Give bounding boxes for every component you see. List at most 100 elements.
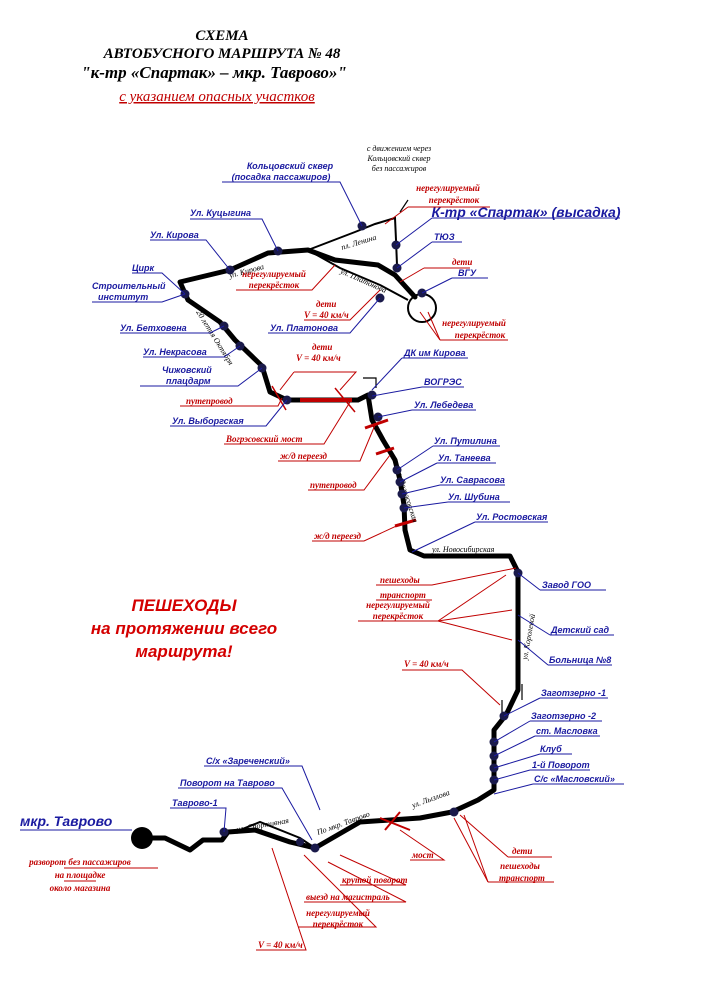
- note-line-3: без пассажиров: [372, 164, 427, 173]
- stop-dk-kirova: [367, 390, 377, 400]
- hz-nereg-vgu-2: перекрёсток: [455, 330, 506, 340]
- label-povorot-tavrovo: Поворот на Таврово: [180, 778, 275, 788]
- zhd-mark-1: [364, 418, 389, 430]
- label-kutsygina: Ул. Куцыгина: [190, 208, 251, 218]
- label-mkr-tavrovo: мкр. Таврово: [20, 813, 113, 829]
- label-detsad: Детский сад: [550, 625, 609, 635]
- hz-zhd-2: ж/д переезд: [314, 531, 362, 541]
- hz-vyezd: выезд на магистраль: [306, 892, 390, 902]
- hz-nereg-low-1: нерегулируемый: [306, 908, 370, 918]
- hz-nereg-vgu-1: нерегулируемый: [442, 318, 506, 328]
- label-vogres: ВОГРЭС: [424, 377, 462, 387]
- hz-deti-chizh: дети: [312, 342, 332, 352]
- hz-transport: транспорт: [380, 590, 426, 600]
- hz-nereg-mid-2: перекрёсток: [373, 611, 424, 621]
- blue-leaders: [92, 181, 624, 841]
- hz-nereg-kirov-1: нерегулируемый: [242, 269, 306, 279]
- label-tsirk: Цирк: [132, 263, 155, 273]
- label-stroit-2: институт: [98, 292, 148, 302]
- street-lyzlova: ул. Лызлова: [410, 788, 451, 810]
- label-koltsovsky-1: Кольцовский сквер: [247, 161, 334, 171]
- label-taneeva: Ул. Танеева: [438, 453, 491, 463]
- label-bolnitsa: Больница №8: [549, 655, 611, 665]
- hz-v40-chizh: V = 40 км/ч: [296, 353, 341, 363]
- label-nekrasova: Ул. Некрасова: [143, 347, 207, 357]
- title-line-3: "к-тр «Спартак» – мкр. Таврово»": [81, 63, 347, 82]
- hz-krutoy: крутой поворот: [342, 875, 407, 885]
- hz-nereg-top-2: перекрёсток: [429, 195, 480, 205]
- hz-most: мост: [411, 850, 434, 860]
- hz-nereg-low-2: перекрёсток: [313, 919, 364, 929]
- subtitle: с указанием опасных участков: [119, 89, 315, 105]
- label-dk-kirova: ДК им Кирова: [403, 348, 466, 358]
- hz-v40-low: V = 40 км/ч: [258, 940, 303, 950]
- hz-razvorot-3: около магазина: [50, 883, 111, 893]
- stop-zarechensky: [310, 843, 320, 853]
- street-novosibirskaya: ул. Новосибирская: [431, 545, 495, 554]
- hz-deti-top: дети: [452, 257, 472, 267]
- label-povorot1: 1-й Поворот: [532, 760, 590, 770]
- hz-trans-low: транспорт: [499, 873, 545, 883]
- stop-zarechensky-2: [296, 838, 304, 846]
- label-klub: Клуб: [540, 744, 562, 754]
- hz-nereg-mid-1: нерегулируемый: [366, 600, 430, 610]
- most-mark-2: [384, 811, 401, 831]
- label-spartak: К-тр «Спартак» (высадка): [432, 204, 621, 220]
- label-vyborgskaya: Ул. Выборгская: [172, 416, 244, 426]
- label-zavod-goo: Завод ГОО: [542, 580, 591, 590]
- label-maslovka: ст. Масловка: [536, 726, 598, 736]
- street-platonova: ул. Платонова: [338, 266, 388, 295]
- label-kirova: Ул. Кирова: [150, 230, 199, 240]
- label-chizh-1: Чижовский: [162, 365, 212, 375]
- hz-nereg-top-1: нерегулируемый: [416, 183, 480, 193]
- hz-zhd-1: ж/д переезд: [280, 451, 328, 461]
- label-zagotzerno2: Заготзерно -2: [531, 711, 596, 721]
- banner-line-3: маршрута!: [135, 642, 232, 661]
- title-line-1: СХЕМА: [195, 28, 248, 44]
- route-line: [142, 247, 521, 853]
- route-branch-platonova: [307, 249, 409, 301]
- hz-deti-low: дети: [512, 846, 532, 856]
- label-zarechensky: С/х «Зареченский»: [206, 756, 290, 766]
- note-line-2: Кольцовский сквер: [366, 154, 430, 163]
- route-branch-tavrovo: [234, 820, 313, 847]
- title-line-2: АВТОБУСНОГО МАРШРУТА № 48: [103, 46, 341, 62]
- hz-pesh-low: пешеходы: [500, 861, 540, 871]
- hz-vogres-most: Вогрэсовский мост: [225, 434, 302, 444]
- hz-v40-plat: V = 40 км/ч: [304, 310, 349, 320]
- label-putilina: Ул. Путилина: [434, 436, 497, 446]
- label-betkhovena: Ул. Бетховена: [120, 323, 187, 333]
- hazard-underlines: [64, 867, 158, 882]
- label-savrasova: Ул. Саврасова: [440, 475, 505, 485]
- hz-puteprovod-2: путепровод: [310, 480, 357, 490]
- hz-razvorot-2: на площадке: [55, 870, 106, 880]
- direction-arrows: [363, 199, 523, 714]
- hz-nereg-kirov-2: перекрёсток: [249, 280, 300, 290]
- label-vgu: ВГУ: [458, 268, 477, 278]
- most-mark-1: [379, 817, 411, 831]
- red-leaders: [180, 206, 554, 951]
- label-shubina: Ул. Шубина: [448, 492, 500, 502]
- label-zagotzerno1: Заготзерно -1: [541, 688, 606, 698]
- puteprovod-mark-2: [375, 446, 395, 456]
- hazard-marks: [271, 385, 417, 831]
- ring-roundabout: [407, 293, 437, 323]
- label-ss-maslovsky: С/с «Масловский»: [534, 774, 615, 784]
- bridge-mark: [334, 387, 356, 413]
- label-platonova: Ул. Платонова: [270, 323, 338, 333]
- hz-razvorot-1: разворот без пассажиров: [28, 857, 131, 867]
- note-line-1: с движением через: [367, 144, 431, 153]
- arrow-top: [399, 199, 409, 213]
- label-stroit-1: Строительный: [92, 281, 166, 291]
- banner-line-2: на протяжении всего: [91, 619, 277, 638]
- label-chizh-2: плацдарм: [166, 376, 211, 386]
- hz-peshekhody: пешеходы: [380, 575, 420, 585]
- label-koltsovsky-2: (посадка пассажиров): [232, 172, 331, 182]
- label-tavrovo1: Таврово-1: [172, 798, 218, 808]
- banner-line-1: ПЕШЕХОДЫ: [132, 596, 238, 615]
- puteprovod-mark-1: [271, 385, 287, 411]
- label-lebedeva: Ул. Лебедева: [414, 400, 473, 410]
- label-rostovskaya: Ул. Ростовская: [476, 512, 548, 522]
- hz-deti-plat: дети: [316, 299, 336, 309]
